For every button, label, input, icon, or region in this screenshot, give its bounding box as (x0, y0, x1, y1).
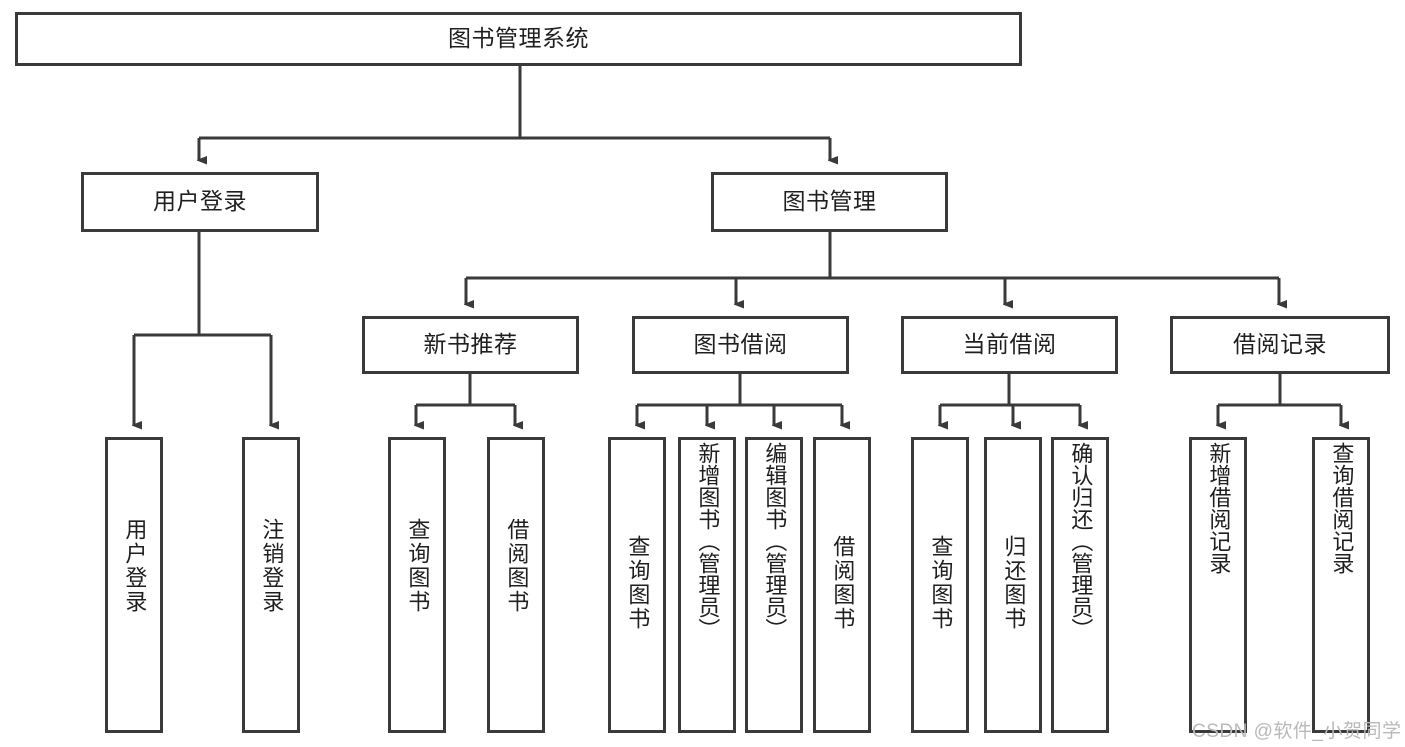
node-leaf-add-record[interactable]: 新增借阅记录 (1189, 437, 1247, 733)
node-leaf-user-login-label: 用户登录 (122, 518, 148, 614)
node-user-login-label: 用户登录 (153, 188, 247, 215)
edges-book-manage-to-level3 (466, 232, 1279, 304)
node-leaf-borrow-book-1-label: 借阅图书 (504, 518, 530, 614)
edges-root-to-level2 (199, 66, 830, 160)
node-leaf-confirm-return-label: 确认归还（管理员） (1068, 442, 1094, 640)
node-leaf-query-book-3[interactable]: 查询图书 (911, 437, 969, 733)
node-leaf-add-book-label: 新增图书（管理员） (695, 442, 721, 640)
node-book-manage-label: 图书管理 (782, 188, 877, 215)
node-leaf-query-book-3-label: 查询图书 (928, 535, 954, 631)
node-leaf-query-record[interactable]: 查询借阅记录 (1312, 437, 1370, 733)
node-leaf-return-book[interactable]: 归还图书 (984, 437, 1042, 733)
node-current-borrow-label: 当前借阅 (962, 331, 1057, 358)
node-leaf-confirm-return[interactable]: 确认归还（管理员） (1051, 437, 1109, 733)
node-user-login[interactable]: 用户登录 (81, 172, 319, 232)
node-borrow-record-label: 借阅记录 (1233, 331, 1327, 358)
node-leaf-return-book-label: 归还图书 (1001, 535, 1027, 631)
node-root-label: 图书管理系统 (448, 25, 589, 52)
node-borrow-record[interactable]: 借阅记录 (1170, 316, 1390, 374)
edges-new-book-rec-to-leaves (416, 374, 515, 425)
node-leaf-query-book-1-label: 查询图书 (405, 518, 431, 614)
watermark-text: CSDN @软件_小贺同学 (1192, 721, 1402, 742)
node-leaf-edit-book-label: 编辑图书（管理员） (762, 442, 788, 640)
node-leaf-add-book[interactable]: 新增图书（管理员） (678, 437, 736, 733)
node-leaf-query-record-label: 查询借阅记录 (1329, 442, 1355, 574)
node-new-book-rec-label: 新书推荐 (423, 331, 518, 358)
node-leaf-borrow-book-2-label: 借阅图书 (830, 535, 856, 631)
node-leaf-borrow-book-2[interactable]: 借阅图书 (813, 437, 871, 733)
node-leaf-borrow-book-1[interactable]: 借阅图书 (487, 437, 545, 733)
edges-current-borrow-to-leaves (940, 374, 1080, 425)
node-current-borrow[interactable]: 当前借阅 (901, 316, 1118, 374)
node-leaf-user-login[interactable]: 用户登录 (105, 437, 163, 733)
node-leaf-logout[interactable]: 注销登录 (242, 437, 300, 733)
node-book-borrow[interactable]: 图书借阅 (632, 316, 849, 374)
node-root[interactable]: 图书管理系统 (15, 12, 1022, 66)
node-leaf-query-book-1[interactable]: 查询图书 (388, 437, 446, 733)
edges-borrow-record-to-leaves (1218, 374, 1341, 425)
node-book-manage[interactable]: 图书管理 (711, 172, 948, 232)
node-leaf-query-book-2[interactable]: 查询图书 (608, 437, 666, 733)
node-new-book-rec[interactable]: 新书推荐 (362, 316, 579, 374)
edges-book-borrow-to-leaves (637, 374, 842, 425)
node-leaf-logout-label: 注销登录 (259, 518, 285, 614)
node-leaf-query-book-2-label: 查询图书 (625, 535, 651, 631)
edges-user-login-to-leaves (134, 232, 271, 425)
node-leaf-add-record-label: 新增借阅记录 (1206, 442, 1232, 574)
node-leaf-edit-book[interactable]: 编辑图书（管理员） (745, 437, 803, 733)
node-book-borrow-label: 图书借阅 (693, 331, 788, 358)
